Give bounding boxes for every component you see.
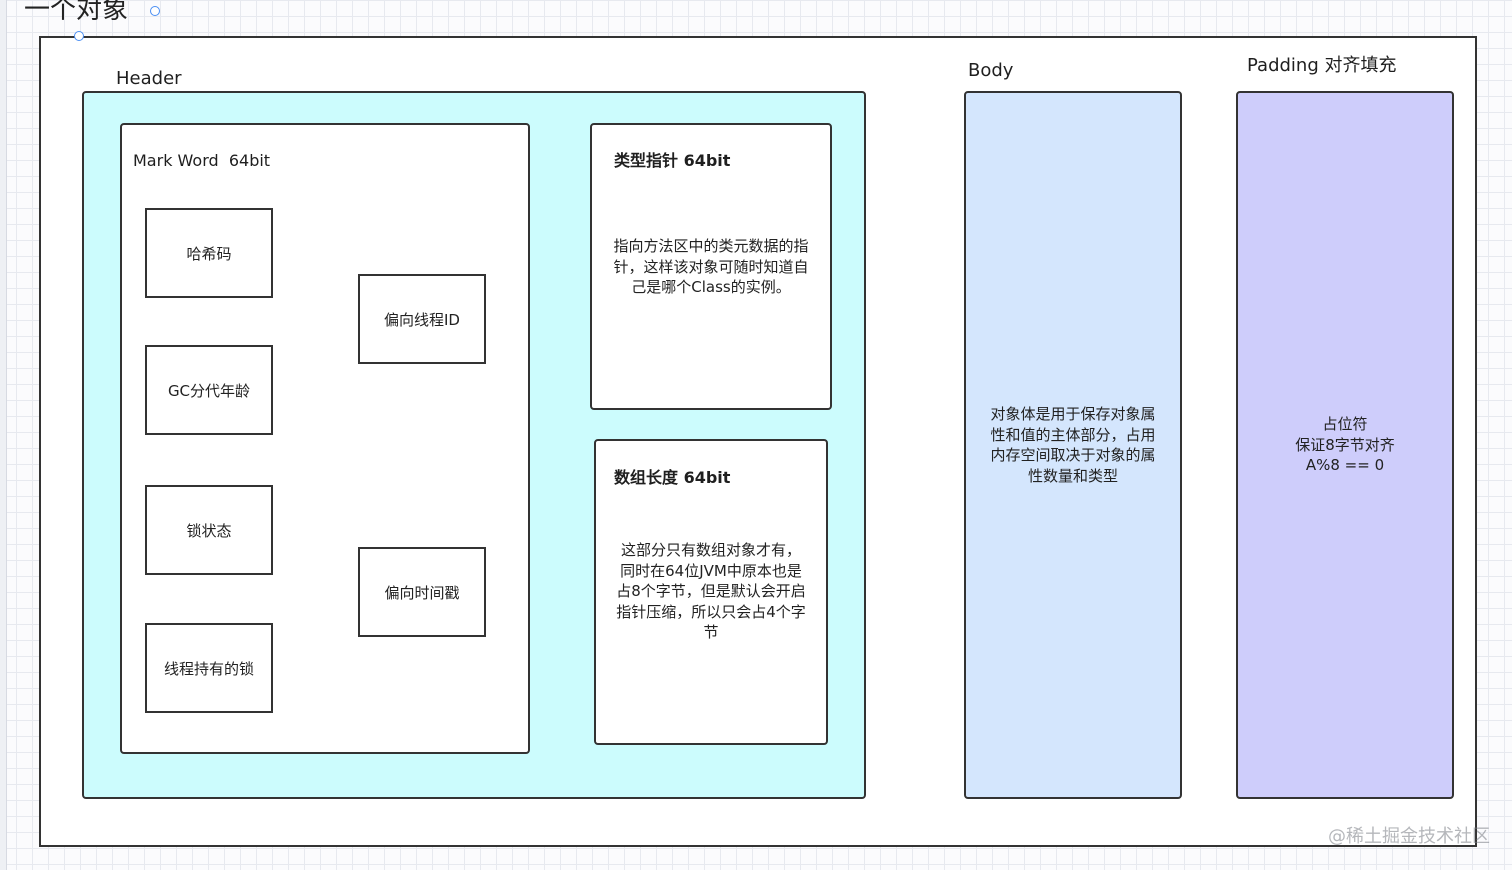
body-line: 内存空间取决于对象的属 <box>990 446 1156 464</box>
mark-word-biased-timestamp[interactable]: 偏向时间戳 <box>358 547 486 637</box>
array-length-line: 同时在64位JVM中原本也是 <box>620 561 802 580</box>
body-line: 性和值的主体部分，占用 <box>990 425 1156 444</box>
body-line: 性数量和类型 <box>1027 466 1118 485</box>
array-length-description: 这部分只有数组对象才有， 同时在64位JVM中原本也是 占8个字节，但是默认会开… <box>596 540 826 643</box>
mark-word-thread-lock[interactable]: 线程持有的锁 <box>145 623 273 713</box>
frame-resize-handle[interactable] <box>74 31 84 41</box>
type-pointer-title: 类型指针 64bit <box>614 151 731 170</box>
array-length-box[interactable] <box>594 439 828 745</box>
mark-word-gc-age[interactable]: GC分代年龄 <box>145 345 273 435</box>
mark-word-title: Mark Word 64bit <box>133 151 271 170</box>
padding-description: 占位符 保证8字节对齐 A%8 == 0 <box>1238 414 1452 476</box>
canvas-left-rail <box>0 0 7 870</box>
padding-line: A%8 == 0 <box>1305 456 1385 474</box>
body-description: 对象体是用于保存对象属 性和值的主体部分，占用 内存空间取决于对象的属 性数量和… <box>966 404 1180 486</box>
array-length-title: 数组长度 64bit <box>614 468 731 487</box>
array-length-line: 占8个字节，但是默认会开启 <box>616 582 806 600</box>
padding-label: Padding 对齐填充 <box>1247 55 1397 76</box>
page-title: 一个对象 <box>24 0 129 25</box>
type-pointer-line: 针，这样该对象可随时知道自 <box>613 257 809 276</box>
selection-handle[interactable] <box>150 6 160 16</box>
mark-word-lock-state[interactable]: 锁状态 <box>145 485 273 575</box>
array-length-line: 这部分只有数组对象才有， <box>620 541 801 559</box>
array-length-line: 指针压缩，所以只会占4个字 <box>616 602 806 621</box>
body-line: 对象体是用于保存对象属 <box>990 405 1156 423</box>
padding-box[interactable] <box>1236 91 1454 799</box>
padding-line: 保证8字节对齐 <box>1295 435 1395 454</box>
type-pointer-box[interactable] <box>590 123 832 410</box>
array-length-line: 节 <box>703 623 719 641</box>
type-pointer-description: 指向方法区中的类元数据的指 针，这样该对象可随时知道自 己是哪个Class的实例… <box>592 236 830 298</box>
header-label: Header <box>116 68 182 89</box>
body-label: Body <box>968 60 1014 81</box>
mark-word-hash-code[interactable]: 哈希码 <box>145 208 273 298</box>
watermark: @稀土掘金技术社区 <box>1328 826 1490 847</box>
mark-word-biased-thread-id[interactable]: 偏向线程ID <box>358 274 486 364</box>
type-pointer-line: 指向方法区中的类元数据的指 <box>613 237 809 255</box>
body-box[interactable] <box>964 91 1182 799</box>
type-pointer-line: 己是哪个Class的实例。 <box>631 278 791 296</box>
padding-line: 占位符 <box>1322 415 1368 433</box>
